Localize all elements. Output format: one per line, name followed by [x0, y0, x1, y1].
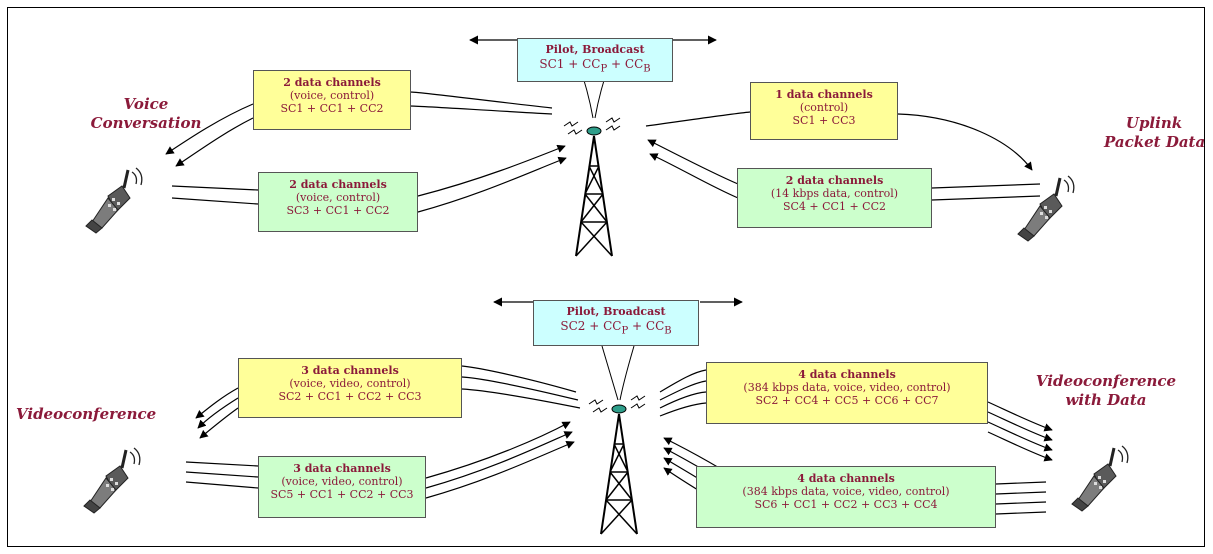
voice-conversation-label: Voice Conversation [66, 95, 226, 133]
videoconference-with-data-label: Videoconference with Data [1020, 372, 1192, 410]
uplink-packet-data-label: Uplink Packet Data [1104, 114, 1204, 152]
channel-box-packet-downlink: 1 data channels (control) SC1 + CC3 [750, 82, 898, 140]
pilot-formula: SC1 + CCP + CCB [518, 57, 672, 76]
channel-box-video-downlink: 3 data channels (voice, video, control) … [238, 358, 462, 418]
channel-box-voice-downlink: 2 data channels (voice, control) SC1 + C… [253, 70, 411, 130]
channel-box-packet-uplink: 2 data channels (14 kbps data, control) … [737, 168, 932, 228]
channel-box-video-uplink: 3 data channels (voice, video, control) … [258, 456, 426, 518]
pilot-broadcast-box-top: Pilot, Broadcast SC1 + CCP + CCB [517, 38, 673, 82]
channel-box-videodata-uplink: 4 data channels (384 kbps data, voice, v… [696, 466, 996, 528]
pilot-broadcast-box-bottom: Pilot, Broadcast SC2 + CCP + CCB [533, 300, 699, 346]
channel-box-videodata-downlink: 4 data channels (384 kbps data, voice, v… [706, 362, 988, 424]
pilot-title: Pilot, Broadcast [534, 305, 698, 319]
videoconference-label: Videoconference [16, 405, 186, 424]
pilot-title: Pilot, Broadcast [518, 43, 672, 57]
pilot-formula: SC2 + CCP + CCB [534, 319, 698, 338]
channel-box-voice-uplink: 2 data channels (voice, control) SC3 + C… [258, 172, 418, 232]
